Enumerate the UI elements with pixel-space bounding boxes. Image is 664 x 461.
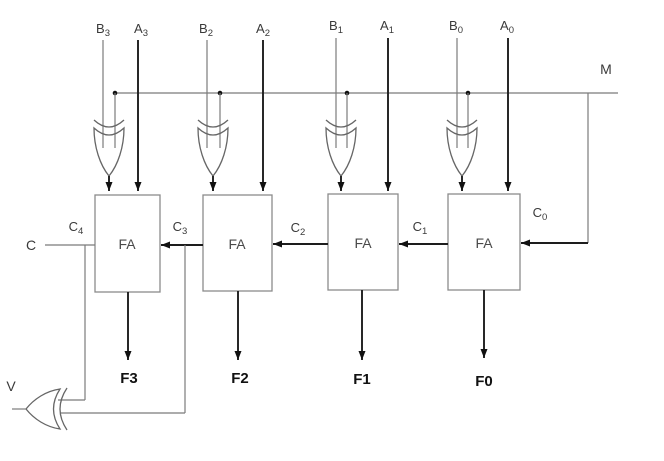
stage-2: FA F2 — [197, 40, 273, 387]
fa-box-3 — [94, 194, 161, 293]
xor-gate-1-arc — [325, 119, 357, 128]
xor-gate-3 — [93, 126, 125, 178]
carry-chain: C0 C1 C2 C3 C4 C — [26, 205, 588, 253]
label-f0: F0 — [475, 373, 493, 390]
xor-gate-3-arc — [93, 119, 125, 128]
label-a1: A1 — [380, 18, 394, 36]
label-f1: F1 — [353, 371, 371, 388]
label-c2: C2 — [291, 220, 306, 238]
overflow-xor-gate — [25, 388, 62, 430]
label-c4: C4 — [69, 219, 84, 237]
fa-box-1 — [327, 193, 399, 291]
fa-box-2 — [202, 194, 273, 292]
xor-gate-0-arc — [446, 119, 478, 128]
fa-label-1: FA — [354, 235, 372, 251]
fa-label-2: FA — [228, 236, 246, 252]
fa-label-0: FA — [475, 235, 493, 251]
label-c3: C3 — [173, 219, 188, 237]
label-b0: B0 — [449, 18, 463, 36]
label-c1: C1 — [413, 219, 428, 237]
stage-0: FA F0 — [446, 38, 521, 390]
fa-box-0 — [447, 193, 521, 291]
xor-gate-0 — [446, 126, 478, 178]
label-a3: A3 — [134, 21, 148, 39]
xor-gate-2-arc — [197, 119, 229, 128]
fa-label-3: FA — [118, 236, 136, 252]
overflow-label: V — [6, 378, 16, 394]
label-f2: F2 — [231, 370, 249, 387]
label-a0: A0 — [500, 18, 514, 36]
label-b1: B1 — [329, 18, 343, 36]
xor-gate-2 — [197, 126, 229, 178]
overflow-detector: V — [6, 245, 186, 431]
overflow-xor-gate-arc — [59, 387, 68, 431]
stage-3: FA F3 — [93, 40, 161, 387]
xor-gate-1 — [325, 126, 357, 178]
label-b2: B2 — [199, 21, 213, 39]
carry-out-label: C — [26, 237, 36, 253]
input-labels: B3 A3 B2 A2 B1 A1 B0 A0 — [96, 18, 514, 39]
label-a2: A2 — [256, 21, 270, 39]
label-b3: B3 — [96, 21, 110, 39]
m-label: M — [600, 61, 612, 77]
label-c0: C0 — [533, 205, 548, 223]
stage-1: FA F1 — [325, 38, 399, 388]
label-f3: F3 — [120, 370, 138, 387]
